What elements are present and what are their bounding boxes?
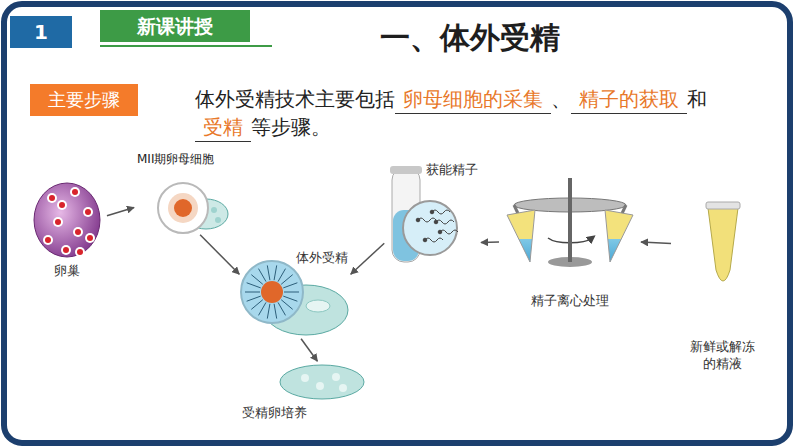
oocyte-figure <box>158 183 228 233</box>
sentence-line: 体外受精技术主要包括卵母细胞的采集、精子的获取和 <box>195 86 707 114</box>
node-label: 1 <box>34 19 48 45</box>
section-number: 1 <box>10 16 72 48</box>
answer-blank: 受精 <box>195 114 251 142</box>
ovary-figure <box>34 183 100 257</box>
node-label: 获能精子 <box>426 162 478 179</box>
fertilisation-step: 体外受精 <box>240 248 350 338</box>
section-banner: 新课讲授 <box>100 10 250 42</box>
answer-blank: 卵母细胞的采集 <box>395 86 551 114</box>
semen-step: 新鲜或解冻的精液 <box>672 195 772 375</box>
flow-arrow <box>481 241 499 243</box>
sentence-text: 和 <box>687 86 707 113</box>
sentence-line: 受精等步骤。 <box>195 114 331 142</box>
node-label: 主要步骤 <box>48 88 120 111</box>
answer-blank: 精子的获取 <box>571 86 687 114</box>
oocyte-step: MII期卵母细胞 <box>135 150 227 234</box>
culture-step: 受精卵培养 <box>240 362 370 424</box>
slide-title: 一、体外受精 <box>330 18 610 59</box>
node-label: 卵巢 <box>54 263 80 280</box>
node-label: 精子离心处理 <box>531 293 609 310</box>
node-label: 新课讲授 <box>137 14 213 39</box>
sperm-tube-figure <box>390 166 458 262</box>
culture-dish-figure <box>280 365 364 399</box>
capacitation-step: 获能精子 <box>385 160 480 270</box>
banner-rule <box>100 45 272 47</box>
step-tag: 主要步骤 <box>30 84 138 116</box>
flow-arrow <box>200 235 239 275</box>
node-label: 受精卵培养 <box>242 405 307 422</box>
fertilisation-figure <box>241 261 348 335</box>
centrifuge-step: 精子离心处理 <box>500 172 640 312</box>
sentence-text: 体外受精技术主要包括 <box>195 86 395 113</box>
flow-arrow <box>301 339 317 361</box>
node-label: 体外受精 <box>296 250 348 267</box>
slide-frame <box>4 4 790 443</box>
semen-tube-figure <box>706 202 740 281</box>
node-label: 新鲜或解冻的精液 <box>688 339 756 373</box>
ovary-step: 卵巢 <box>28 172 106 282</box>
flow-arrow <box>107 207 134 215</box>
node-label: MII期卵母细胞 <box>137 152 214 168</box>
flow-arrow <box>641 242 671 244</box>
sentence-text: 、 <box>551 86 571 113</box>
flow-arrow <box>351 243 385 274</box>
centrifuge-figure <box>507 178 633 267</box>
sentence-text: 等步骤。 <box>251 114 331 141</box>
